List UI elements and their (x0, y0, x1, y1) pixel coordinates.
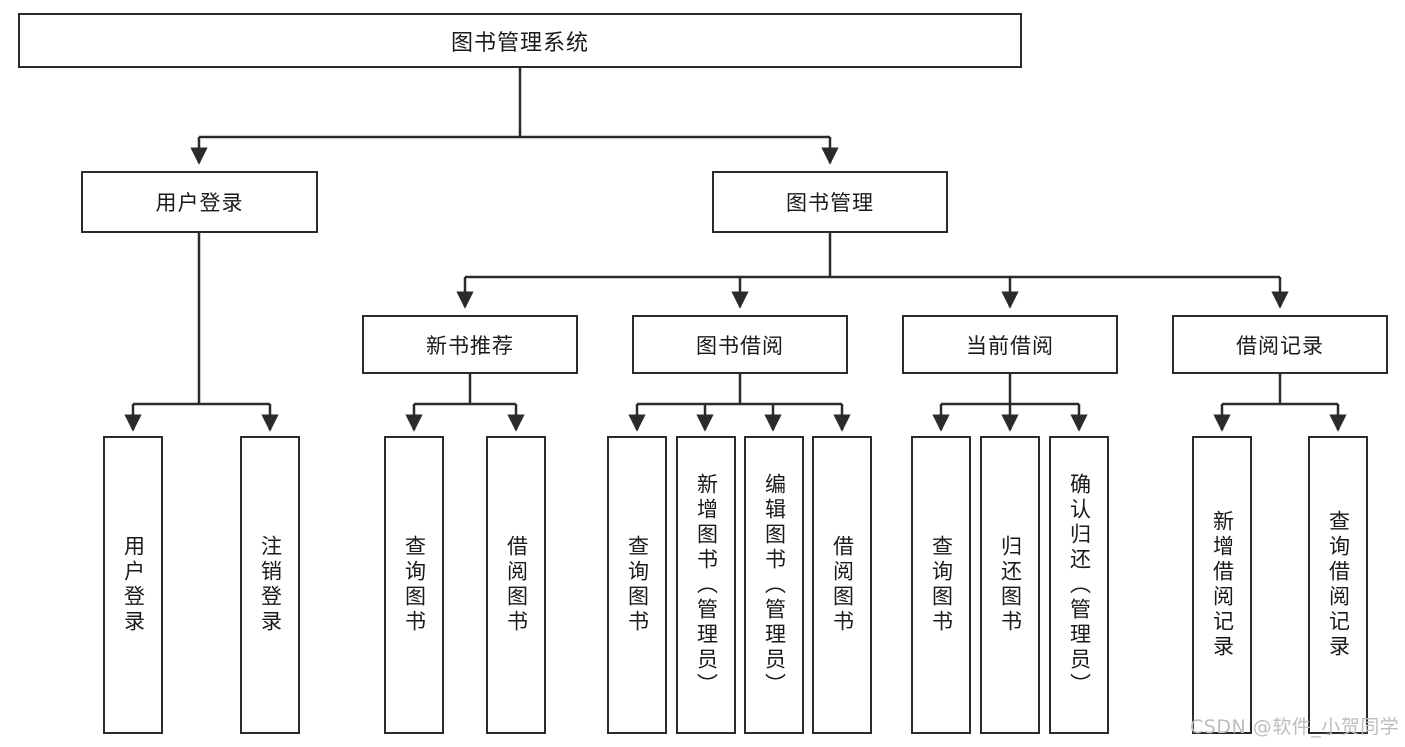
node-label: 查询借阅记录 (1326, 510, 1351, 660)
node-current-borrow[interactable]: 当前借阅 (902, 315, 1118, 374)
node-label: 当前借阅 (966, 333, 1054, 358)
node-label: 图书管理系统 (450, 30, 589, 56)
node-root-system[interactable]: 图书管理系统 (18, 13, 1022, 68)
node-label: 新增图书（管理员） (694, 472, 719, 698)
node-label: 注销登录 (258, 535, 283, 635)
leaf-edit-book-admin[interactable]: 编辑图书（管理员） (744, 436, 804, 734)
node-label: 确认归还（管理员） (1067, 472, 1092, 698)
node-label: 借阅图书 (830, 535, 855, 635)
leaf-add-borrow-record[interactable]: 新增借阅记录 (1192, 436, 1252, 734)
node-label: 查询图书 (625, 535, 650, 635)
leaf-borrow-book-recommend[interactable]: 借阅图书 (486, 436, 546, 734)
node-label: 新增借阅记录 (1210, 510, 1235, 660)
node-book-management[interactable]: 图书管理 (712, 171, 948, 233)
node-label: 查询图书 (929, 535, 954, 635)
node-new-book-recommend[interactable]: 新书推荐 (362, 315, 578, 374)
node-borrow-record[interactable]: 借阅记录 (1172, 315, 1388, 374)
leaf-confirm-return-admin[interactable]: 确认归还（管理员） (1049, 436, 1109, 734)
leaf-query-book-current[interactable]: 查询图书 (911, 436, 971, 734)
leaf-query-book-recommend[interactable]: 查询图书 (384, 436, 444, 734)
node-label: 新书推荐 (426, 333, 514, 358)
node-label: 用户登录 (121, 535, 146, 635)
node-label: 归还图书 (998, 535, 1023, 635)
leaf-add-book-admin[interactable]: 新增图书（管理员） (676, 436, 736, 734)
node-label: 借阅图书 (504, 535, 529, 635)
node-label: 用户登录 (155, 191, 244, 215)
node-book-borrow[interactable]: 图书借阅 (632, 315, 848, 374)
leaf-borrow-book[interactable]: 借阅图书 (812, 436, 872, 734)
node-user-login[interactable]: 用户登录 (81, 171, 318, 233)
node-label: 图书管理 (786, 191, 874, 215)
leaf-query-book-borrow[interactable]: 查询图书 (607, 436, 667, 734)
leaf-query-borrow-record[interactable]: 查询借阅记录 (1308, 436, 1368, 734)
leaf-logout[interactable]: 注销登录 (240, 436, 300, 734)
node-label: 查询图书 (402, 535, 427, 635)
node-label: 编辑图书（管理员） (762, 472, 787, 698)
node-label: 借阅记录 (1236, 333, 1324, 358)
leaf-return-book[interactable]: 归还图书 (980, 436, 1040, 734)
leaf-user-login[interactable]: 用户登录 (103, 436, 163, 734)
node-label: 图书借阅 (696, 333, 784, 358)
